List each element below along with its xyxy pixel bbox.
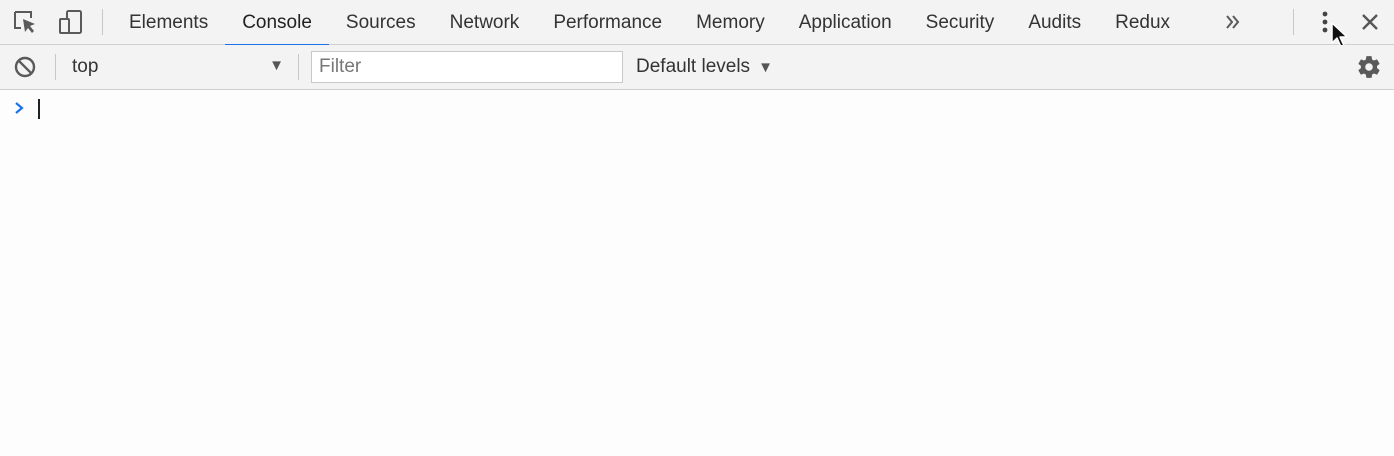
toolbar-divider: [298, 54, 299, 80]
log-levels-selector[interactable]: Default levels ▼: [636, 51, 773, 83]
dropdown-triangle-icon: ▼: [758, 58, 773, 76]
gear-icon[interactable]: [1354, 52, 1384, 82]
toolbar-divider: [102, 9, 103, 35]
prompt-chevron-icon: [15, 102, 24, 114]
device-toolbar-icon[interactable]: [54, 8, 86, 36]
tab-redux[interactable]: Redux: [1115, 11, 1171, 33]
console-output[interactable]: [0, 90, 1394, 456]
tab-security[interactable]: Security: [925, 11, 995, 33]
kebab-menu-icon[interactable]: [1312, 8, 1338, 36]
toolbar-divider: [55, 54, 56, 80]
close-icon[interactable]: [1356, 8, 1384, 36]
toolbar-divider: [1293, 9, 1294, 35]
panel-tabs: Elements Console Sources Network Perform…: [112, 0, 1187, 46]
console-toolbar: top ▼ Default levels ▼: [0, 45, 1394, 90]
console-prompt-input[interactable]: [36, 97, 1376, 119]
clear-console-icon[interactable]: [10, 53, 40, 81]
tab-application[interactable]: Application: [798, 11, 892, 33]
tab-memory[interactable]: Memory: [696, 11, 765, 33]
log-levels-value: Default levels: [636, 56, 751, 77]
dropdown-triangle-icon: ▼: [269, 57, 284, 74]
tab-audits[interactable]: Audits: [1028, 11, 1082, 33]
tab-console[interactable]: Console: [225, 0, 329, 46]
tab-elements[interactable]: Elements: [129, 11, 209, 33]
console-prompt-row[interactable]: [0, 96, 1394, 120]
main-tabbar: Elements Console Sources Network Perform…: [0, 0, 1394, 48]
context-selector-value: top: [72, 56, 99, 77]
double-chevron-icon[interactable]: [1220, 8, 1246, 36]
context-selector[interactable]: top ▼: [62, 51, 290, 83]
tab-network[interactable]: Network: [449, 11, 520, 33]
inspect-element-icon[interactable]: [10, 8, 40, 36]
filter-input[interactable]: [311, 51, 623, 83]
tab-sources[interactable]: Sources: [345, 11, 416, 33]
text-caret: [38, 99, 40, 119]
tab-performance[interactable]: Performance: [553, 11, 663, 33]
